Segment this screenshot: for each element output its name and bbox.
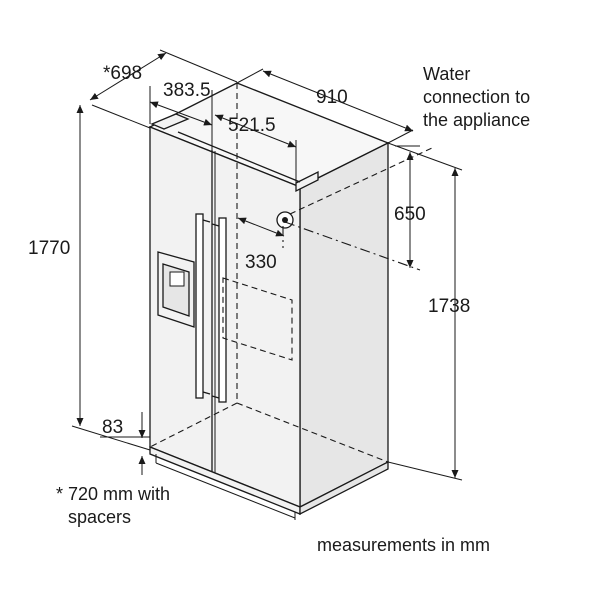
label-depth-spacers: *698 [103,63,142,84]
hidden-bottom-left [149,402,238,448]
dim-910-line [262,70,414,132]
top-front-trim [177,131,301,183]
hidden-bottom-back [236,402,389,463]
label-total-height: 1770 [28,238,70,259]
label-water-line-3: the appliance [423,110,530,130]
label-foot-height: 83 [102,417,123,438]
dimension-lines [71,49,463,481]
label-water-line-2: connection to [423,87,530,107]
label-spacer-note-1: * 720 mm with [56,484,170,504]
fridge-side-face [299,141,389,509]
handle-bracket-4 [211,395,220,399]
handle-bracket-2 [202,391,211,395]
dim-3835-line [149,101,213,126]
label-units: measurements in mm [317,535,490,555]
base-plinth-side [299,460,389,516]
dimension-labels: *698 383.5 910 521.5 Water connection to… [28,63,530,555]
label-water-offset: 330 [245,252,277,273]
dim-910-ext-left [236,68,264,84]
handle-bracket-1 [202,219,211,223]
dim-1738-ext-bottom [387,461,463,481]
dispenser-lever [169,271,185,287]
connection-zone-outline [222,277,293,361]
dim-910-ext-right [387,129,414,144]
dim-1770-ext-bottom [71,425,151,451]
label-spacer-note-2: spacers [68,507,131,527]
label-door-depth: 383.5 [163,80,211,101]
label-width: 910 [316,87,348,108]
door-handle-left [195,213,204,399]
dim-650-ext-bottom [284,221,421,271]
dim-698-ext-left [91,104,151,129]
label-body-height: 1738 [428,296,470,317]
label-inner-depth: 521.5 [228,115,276,136]
handle-bracket-3 [211,223,220,227]
label-water-height: 650 [394,204,426,225]
dim-1738-ext-top [387,142,463,171]
dim-698-ext-top [159,49,238,83]
dim-5215-line [214,114,297,148]
foot-baseline [155,462,296,519]
dim-698-line [89,52,167,101]
dim-330-line [237,217,285,237]
label-water-line-1: Water [423,64,470,84]
fridge-body [148,82,390,520]
